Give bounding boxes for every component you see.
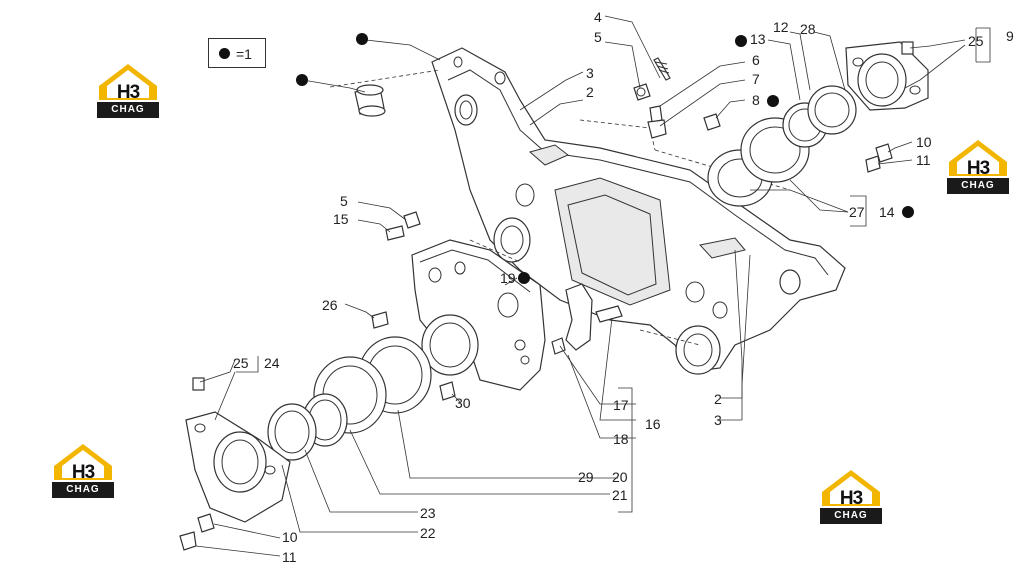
callout-28: 28 [800, 21, 816, 37]
callout-10: 10 [916, 134, 932, 150]
brand-logo: H3 CHAG [95, 60, 161, 120]
main-frame [431, 47, 846, 375]
half-clamp [551, 283, 623, 355]
bullet-marker-14 [902, 206, 914, 218]
bullet-marker-pin [296, 74, 308, 86]
callout-24: 24 [264, 355, 280, 371]
brand-logo-icon [97, 64, 159, 118]
callout-17: 17 [613, 397, 629, 413]
callout-7: 7 [752, 71, 760, 87]
brand-logo: H3 CHAG [818, 466, 884, 526]
callout-20: 20 [612, 469, 628, 485]
callout-16: 16 [645, 416, 661, 432]
callout-27: 27 [849, 204, 865, 220]
brand-logo: H3 CHAG [945, 136, 1011, 196]
callout-2: 2 [586, 84, 594, 100]
bolt-26 [371, 311, 389, 329]
callout-8: 8 [752, 92, 760, 108]
callout-11: 11 [916, 152, 931, 168]
callout-23: 23 [420, 505, 436, 521]
pivot-pin [354, 84, 386, 117]
callout-6: 6 [752, 52, 760, 68]
callout-18: 18 [613, 431, 629, 447]
callout-19: 19 [500, 270, 516, 286]
left-bearing-cap [185, 377, 291, 523]
callout-25-left: 25 [233, 355, 249, 371]
callout-3: 3 [586, 65, 594, 81]
callout-12: 12 [773, 19, 789, 35]
grease-fitting-right [865, 143, 893, 173]
callout-29: 29 [578, 469, 594, 485]
left-bearing-rings [267, 336, 432, 461]
callout-5-mid: 5 [340, 193, 348, 209]
bullet-marker-13 [735, 35, 747, 47]
right-bearing-cap [845, 41, 929, 111]
callout-3-right: 3 [714, 412, 722, 428]
bullet-marker-frame [356, 33, 368, 45]
callout-15: 15 [333, 211, 349, 227]
brand-logo-icon [52, 444, 114, 498]
grease-fitting-left [179, 513, 215, 551]
callout-30: 30 [455, 395, 471, 411]
callout-26: 26 [322, 297, 338, 313]
callout-11-left: 11 [282, 549, 297, 565]
callout-13: 13 [750, 31, 766, 47]
bullet-markers [296, 33, 914, 284]
callout-25: 25 [968, 33, 984, 49]
brand-logo: H3 CHAG [50, 440, 116, 500]
brand-logo-icon [820, 470, 882, 524]
callout-4: 4 [594, 9, 602, 25]
bullet-marker-8 [767, 95, 779, 107]
callout-9: 9 [1006, 28, 1014, 44]
callout-21: 21 [612, 487, 628, 503]
leader-lines [195, 15, 991, 557]
right-bearing-rings [707, 85, 857, 207]
legend-text: =1 [236, 46, 252, 62]
callout-5: 5 [594, 29, 602, 45]
callout-10-left: 10 [282, 529, 298, 545]
top-bolt-group [633, 57, 721, 139]
mid-bolt-group [385, 211, 421, 241]
callout-2-right: 2 [714, 391, 722, 407]
nut-30 [439, 381, 456, 401]
callout-14: 14 [879, 204, 895, 220]
bullet-marker-19 [518, 272, 530, 284]
callout-22: 22 [420, 525, 436, 541]
legend-box: =1 [208, 38, 266, 68]
brand-logo-icon [947, 140, 1009, 194]
legend-bullet-icon [219, 48, 230, 59]
axle-housing [411, 239, 546, 391]
